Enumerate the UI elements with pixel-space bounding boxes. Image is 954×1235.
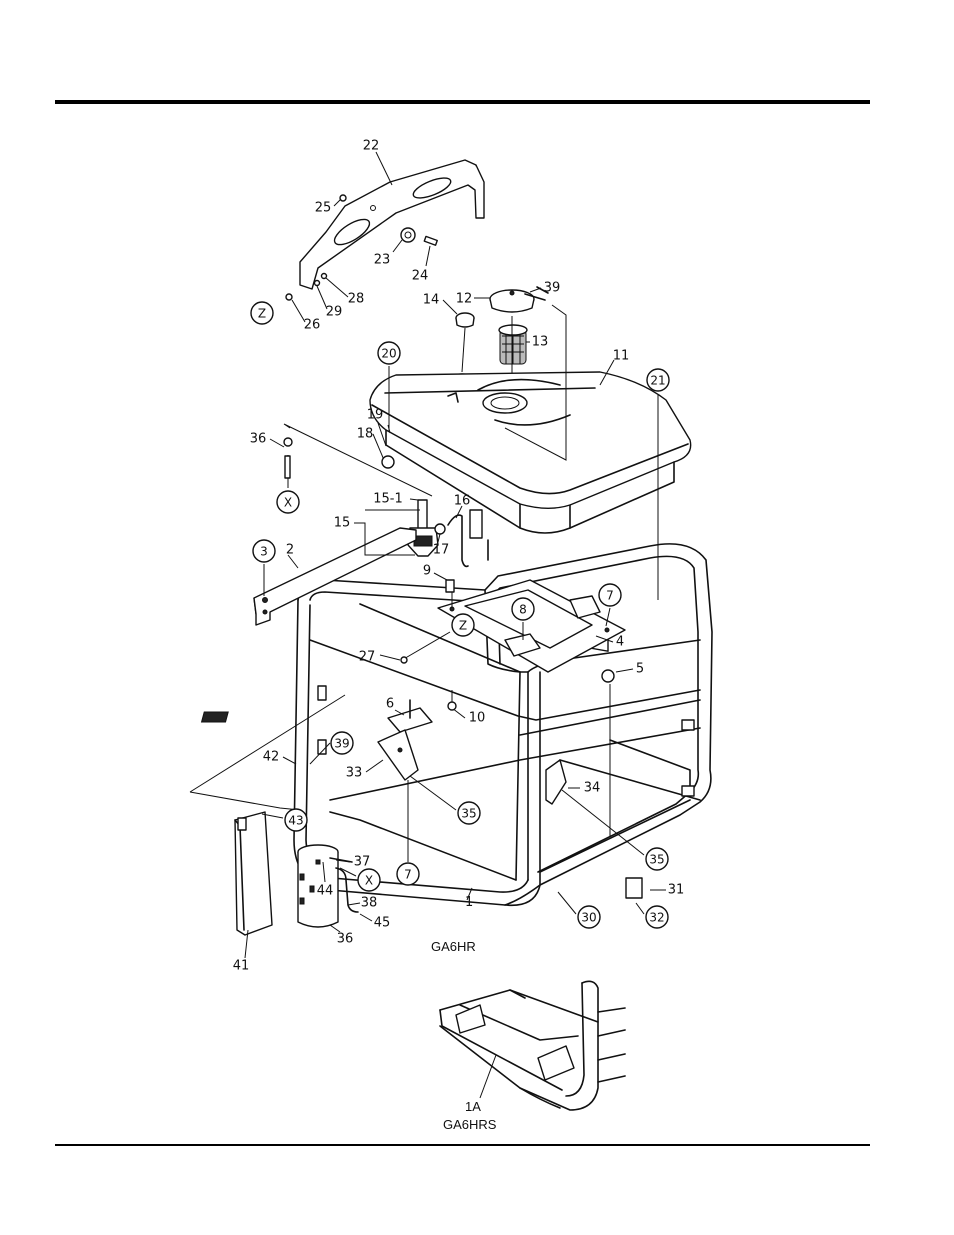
circled-callout-text: 7 (606, 589, 614, 603)
callout-c28: 28 (348, 292, 365, 307)
circled-callout-c8: 8 (512, 598, 534, 620)
circled-callout-text: X (365, 874, 373, 888)
callout-c5: 5 (636, 662, 644, 677)
model-ga6hr-label: GA6HR (431, 939, 476, 954)
callout-c33: 33 (346, 766, 363, 781)
circled-callout-c32: 32 (646, 906, 668, 928)
circled-callout-cz2: Z (452, 614, 474, 636)
callout-c36a: 36 (250, 432, 267, 447)
circled-callout-cx2: X (358, 869, 380, 891)
callout-c31: 31 (668, 883, 685, 898)
circled-callout-c35b: 35 (646, 848, 668, 870)
callout-c42: 42 (263, 750, 280, 765)
callout-c41: 41 (233, 959, 250, 974)
circled-callout-text: 21 (650, 374, 665, 388)
circled-callout-c21: 21 (647, 369, 669, 391)
bracket-22 (286, 160, 484, 300)
inset-frame-1a (440, 981, 625, 1110)
callout-c11: 11 (613, 349, 630, 364)
circled-callout-c30: 30 (578, 906, 600, 928)
circled-callout-text: 20 (381, 347, 396, 361)
bracket-2 (254, 528, 416, 625)
circled-callout-c43: 43 (285, 809, 307, 831)
callout-c37: 37 (354, 855, 371, 870)
callout-c34: 34 (584, 781, 601, 796)
circled-callout-text: 39 (334, 737, 349, 751)
circled-callout-text: 35 (461, 807, 476, 821)
callout-c15_1: 15-1 (373, 492, 403, 507)
callout-c19: 19 (367, 408, 384, 423)
circled-callout-text: Z (459, 619, 467, 633)
callout-c15: 15 (334, 516, 351, 531)
callout-c12: 12 (456, 292, 473, 307)
circled-callout-text: 8 (519, 603, 527, 617)
item-1-label: 1 (465, 895, 473, 910)
circled-callout-c39b: 39 (331, 732, 353, 754)
circled-callout-cz1: Z (251, 302, 273, 324)
callout-c4: 4 (616, 635, 624, 650)
circled-callout-cx1: X (277, 491, 299, 513)
callout-c22: 22 (363, 139, 380, 154)
circled-callout-text: 30 (581, 911, 596, 925)
callout-c45: 45 (374, 916, 391, 931)
cover-41 (235, 812, 272, 935)
circled-callout-text: Z (258, 307, 266, 321)
callout-c27: 27 (359, 650, 376, 665)
circled-callout-c20: 20 (378, 342, 400, 364)
callout-c29: 29 (326, 305, 343, 320)
callout-c44: 44 (317, 884, 334, 899)
item-1a-label: 1A (465, 1099, 481, 1114)
callout-c24: 24 (412, 269, 429, 284)
callout-c9: 9 (423, 564, 431, 579)
circled-callout-text: 43 (288, 814, 303, 828)
callout-c18: 18 (357, 427, 374, 442)
circled-callout-text: 35 (649, 853, 664, 867)
callout-c23: 23 (374, 253, 391, 268)
callout-c6: 6 (386, 697, 394, 712)
callout-c2: 2 (286, 543, 294, 558)
circled-callout-c3: 3 (253, 540, 275, 562)
circled-callout-text: 3 (260, 545, 268, 559)
callout-c36b: 36 (337, 932, 354, 947)
callout-c26: 26 (304, 318, 321, 333)
callout-c14: 14 (423, 293, 440, 308)
model-ga6hrs-label: GA6HRS (443, 1117, 497, 1132)
callout-c16: 16 (454, 494, 471, 509)
callout-c10: 10 (469, 711, 486, 726)
callout-c25: 25 (315, 201, 332, 216)
callout-c17: 17 (433, 543, 450, 558)
circled-callout-c7a: 7 (599, 584, 621, 606)
circled-callout-text: X (284, 496, 292, 510)
circled-callout-text: 32 (649, 911, 664, 925)
circled-callout-c7b: 7 (397, 863, 419, 885)
callout-c39a: 39 (544, 281, 561, 296)
callout-c38: 38 (361, 896, 378, 911)
circled-callout-c35a: 35 (458, 802, 480, 824)
callout-c13: 13 (532, 335, 549, 350)
circled-callout-text: 7 (404, 868, 412, 882)
